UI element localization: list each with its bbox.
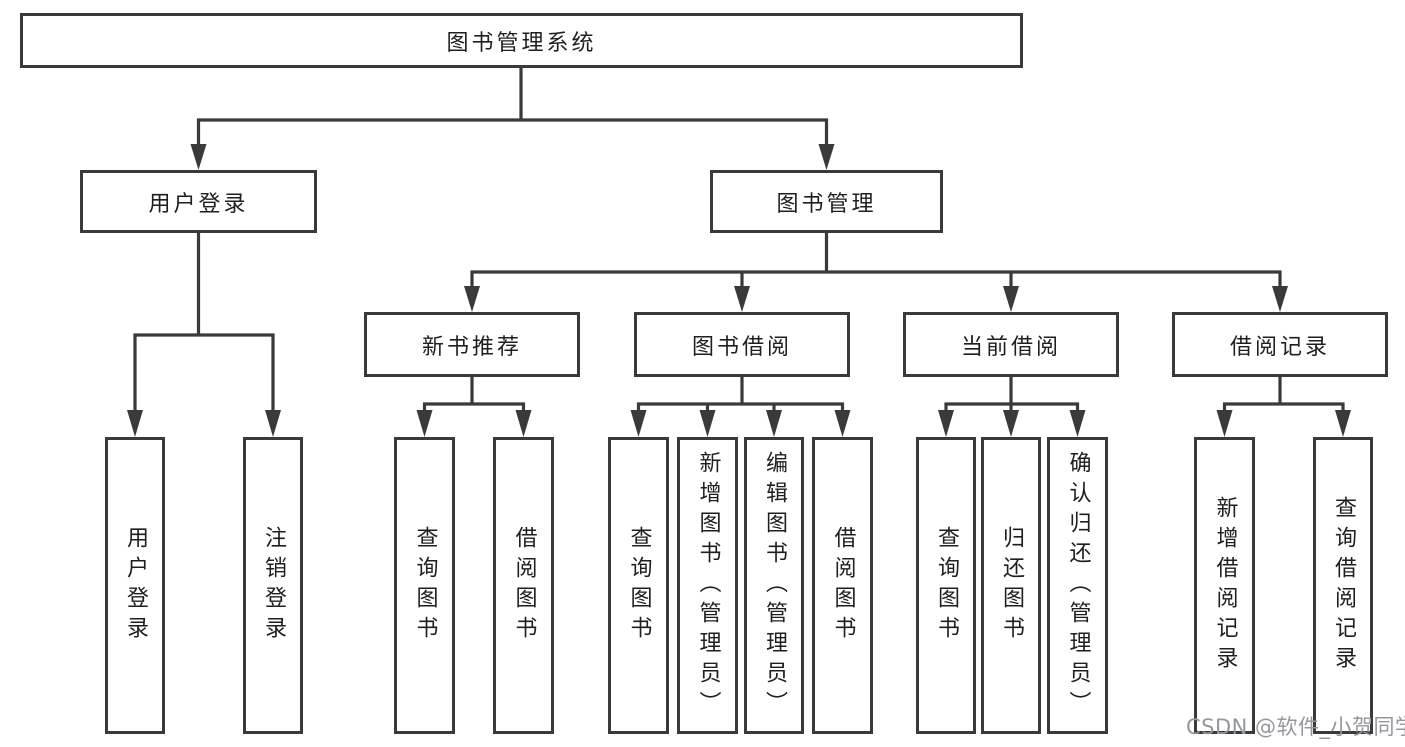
leaf-add-borrow-record: 新增借阅记录 xyxy=(1194,437,1255,734)
node-user-login: 用户登录 xyxy=(80,170,317,233)
node-book-management: 图书管理 xyxy=(710,170,943,233)
leaf-logout: 注销登录 xyxy=(243,437,303,734)
leaf-borrow-book-label: 借阅图书 xyxy=(830,525,856,646)
leaf-query-borrow-record: 查询借阅记录 xyxy=(1313,437,1373,734)
leaf-confirm-return-admin-label: 确认归还（管理员） xyxy=(1065,450,1091,721)
leaf-return-book: 归还图书 xyxy=(981,437,1041,734)
leaf-current-query-book: 查询图书 xyxy=(916,437,976,734)
node-current-borrow-label: 当前借阅 xyxy=(960,334,1061,360)
leaf-logout-label: 注销登录 xyxy=(261,525,286,646)
leaf-recommend-borrow-book-label: 借阅图书 xyxy=(511,525,537,646)
leaf-borrow-query-book-label: 查询图书 xyxy=(626,525,652,646)
leaf-return-book-label: 归还图书 xyxy=(999,525,1024,646)
leaf-edit-book-admin-label: 编辑图书（管理员） xyxy=(762,450,787,721)
node-current-borrow: 当前借阅 xyxy=(903,312,1119,377)
node-new-book-recommend-label: 新书推荐 xyxy=(421,334,522,360)
leaf-user-login-label: 用户登录 xyxy=(123,525,148,646)
csdn-watermark: CSDN @软件_小贺同学 xyxy=(1186,715,1405,739)
leaf-query-borrow-record-label: 查询借阅记录 xyxy=(1331,495,1356,676)
leaf-borrow-query-book: 查询图书 xyxy=(608,437,669,734)
node-book-borrow: 图书借阅 xyxy=(634,312,850,377)
leaf-add-book-admin-label: 新增图书（管理员） xyxy=(695,450,721,721)
node-new-book-recommend: 新书推荐 xyxy=(364,312,580,377)
leaf-recommend-borrow-book: 借阅图书 xyxy=(493,437,554,734)
node-book-borrow-label: 图书借阅 xyxy=(691,334,792,360)
leaf-recommend-query-book-label: 查询图书 xyxy=(412,525,438,646)
leaf-edit-book-admin: 编辑图书（管理员） xyxy=(744,437,804,734)
leaf-borrow-book: 借阅图书 xyxy=(812,437,873,734)
node-book-management-label: 图书管理 xyxy=(776,191,877,217)
node-borrow-records: 借阅记录 xyxy=(1172,312,1388,377)
leaf-current-query-book-label: 查询图书 xyxy=(934,525,959,646)
leaf-add-borrow-record-label: 新增借阅记录 xyxy=(1212,495,1238,676)
leaf-confirm-return-admin: 确认归还（管理员） xyxy=(1047,437,1108,734)
leaf-recommend-query-book: 查询图书 xyxy=(394,437,455,734)
node-user-login-label: 用户登录 xyxy=(148,191,249,217)
node-borrow-records-label: 借阅记录 xyxy=(1229,334,1330,360)
root-node-label: 图书管理系统 xyxy=(446,30,597,56)
leaf-user-login: 用户登录 xyxy=(105,437,165,734)
root-node-library-management-system: 图书管理系统 xyxy=(20,13,1023,68)
leaf-add-book-admin: 新增图书（管理员） xyxy=(677,437,738,734)
